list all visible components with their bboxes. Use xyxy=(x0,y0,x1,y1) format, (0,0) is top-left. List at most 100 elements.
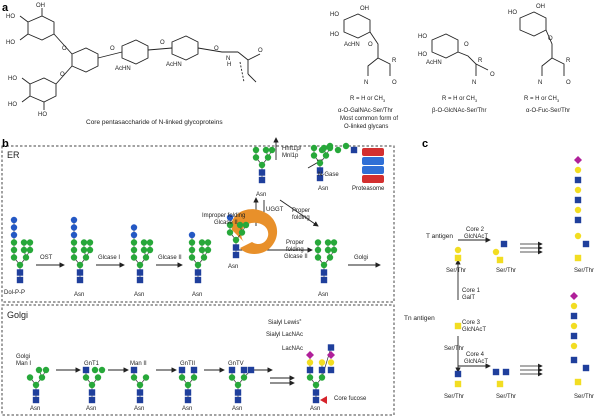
glcnac-symbol xyxy=(327,344,335,351)
core-pentasaccharide-caption: Core pentasaccharide of N-linked glycopr… xyxy=(86,119,223,126)
mannose-symbol xyxy=(198,239,206,246)
gnt2-label: GnTII xyxy=(180,361,196,367)
glcnac-symbol xyxy=(570,312,578,320)
mannose-symbol xyxy=(314,239,322,246)
glcnac-symbol xyxy=(136,276,144,284)
mannose-symbol xyxy=(20,239,28,246)
svg-text:HO: HO xyxy=(418,52,427,58)
core3-enzyme: GlcNAcT xyxy=(462,327,486,333)
glucose-symbol xyxy=(70,216,78,224)
sialic-acid-symbol xyxy=(574,156,582,164)
galnac-caption: α-O-GalNAc-Ser/Thr xyxy=(338,108,393,114)
mannose-symbol xyxy=(316,159,324,167)
asn-label: Asn xyxy=(192,292,203,298)
svg-text:O: O xyxy=(160,40,165,46)
svg-text:HO: HO xyxy=(38,112,47,118)
glucose-symbol xyxy=(10,224,18,231)
core1-label: Core 1 xyxy=(462,288,481,294)
mannose-symbol xyxy=(16,261,24,269)
proper-folding-enzyme: Glcase II xyxy=(284,254,308,260)
ser-thr-core3: Ser/Thr xyxy=(444,394,465,400)
galactose-symbol xyxy=(574,206,582,214)
galnac-caption-2: Most common form of xyxy=(340,116,399,122)
core-pentasaccharide-structure xyxy=(19,8,261,110)
ser-thr-core4-ext: Ser/Thr xyxy=(574,394,595,400)
asn-label: Asn xyxy=(74,292,85,298)
glcnac-symbol xyxy=(232,251,240,259)
mannose-symbol xyxy=(242,221,250,229)
glcnac-symbol xyxy=(178,366,186,374)
glcnac-symbol xyxy=(582,240,590,248)
glcnac-symbol xyxy=(492,368,500,376)
cnx-chaperone xyxy=(231,209,278,254)
glcase2-label: Glcase II xyxy=(158,255,182,261)
mannose-symbol xyxy=(200,254,208,261)
glcnac-symbol xyxy=(130,366,138,374)
glcnac-symbol xyxy=(258,176,266,184)
sialic-acid-symbol xyxy=(327,351,335,359)
cnx-label: CNX xyxy=(245,232,260,239)
asn-label: Asn xyxy=(310,406,321,412)
glcnac-symbol xyxy=(500,240,508,248)
glcnac-symbol xyxy=(316,167,324,174)
mannose-symbol xyxy=(142,374,150,381)
asn-label: Asn xyxy=(134,292,145,298)
glcnac-symbol xyxy=(570,356,578,364)
svg-text:HO: HO xyxy=(6,14,15,20)
proteasome-icon xyxy=(362,148,384,183)
glcnac-caption: β-O-GlcNAc-Ser/Thr xyxy=(432,108,487,114)
core3-label: Core 3 xyxy=(462,320,481,326)
glucose-symbol xyxy=(130,231,138,239)
sialic-acid-symbol xyxy=(570,292,578,300)
sialyl-lacnac-label: Sialyl LacNAc xyxy=(266,332,304,338)
glcnac-symbol xyxy=(194,276,202,284)
mannose-symbol xyxy=(130,239,138,246)
mannose-symbol xyxy=(258,161,266,169)
galactose-symbol xyxy=(318,359,326,366)
mannose-symbol xyxy=(178,374,186,381)
mannose-symbol xyxy=(238,229,246,236)
mannose-symbol xyxy=(94,374,102,381)
fuc-caption: α-O-Fuc-Ser/Thr xyxy=(526,108,571,114)
glcnac-symbol xyxy=(32,396,40,404)
lacnac-label: LacNAc xyxy=(282,346,304,352)
svg-text:OH: OH xyxy=(36,3,45,9)
mannose-symbol xyxy=(130,374,138,381)
glcnac-symbol xyxy=(232,244,240,251)
acnh-label-1: AcHN xyxy=(115,66,131,72)
ser-thr-tn: Ser/Thr xyxy=(444,346,465,352)
proper-folding-label-top-2: folding xyxy=(292,215,310,221)
mannose-symbol xyxy=(320,144,328,152)
improper-folding-label: Improper folding xyxy=(202,213,246,219)
mannose-symbol xyxy=(264,154,272,161)
mannose-symbol xyxy=(342,142,350,150)
glcnac-symbol xyxy=(234,389,242,396)
mannose-symbol xyxy=(326,254,334,261)
glcnac-symbol xyxy=(258,169,266,176)
svg-text:HO: HO xyxy=(418,34,427,40)
glucose-symbol xyxy=(130,224,138,231)
mannose-symbol xyxy=(38,374,46,381)
glcnac-symbol xyxy=(88,389,96,396)
proper-folding-label-2: folding xyxy=(286,247,304,253)
golgi-label: Golgi xyxy=(7,310,29,320)
fucose-symbol xyxy=(320,396,327,404)
galactose-symbol xyxy=(574,186,582,194)
svg-text:N: N xyxy=(472,80,476,86)
mannose-symbol xyxy=(324,239,332,246)
mannose-symbol xyxy=(232,236,240,244)
mannose-symbol xyxy=(240,374,248,381)
glcnac-symbol xyxy=(327,366,335,374)
svg-text:OH: OH xyxy=(360,6,369,12)
svg-text:HO: HO xyxy=(330,12,339,18)
gntv-label: GnTV xyxy=(228,361,244,367)
mannose-symbol xyxy=(91,366,99,374)
mannose-symbol xyxy=(194,261,202,269)
mannose-symbol xyxy=(22,254,30,261)
asn-label: Asn xyxy=(86,406,97,412)
svg-text:O: O xyxy=(110,46,115,52)
mannose-symbol xyxy=(262,146,270,154)
fuc-r-group: R = H or CH3 xyxy=(524,96,560,104)
mannose-symbol xyxy=(234,381,242,389)
